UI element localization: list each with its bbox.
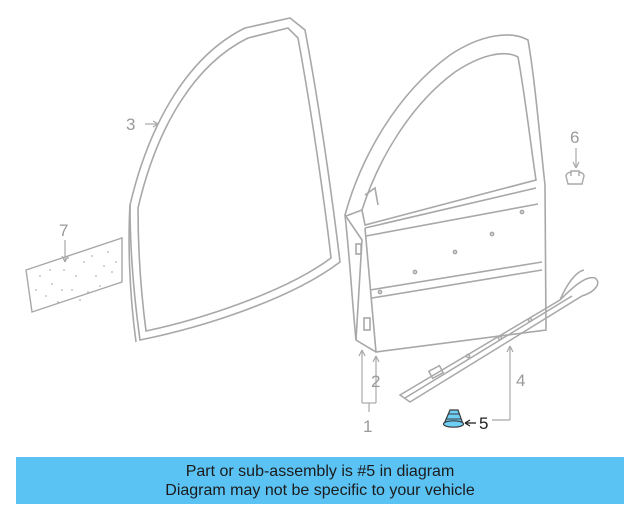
parts-diagram: 3 7 6 2 1 4 5 — [25, 17, 599, 436]
callout-4: 4 — [516, 371, 525, 390]
part-5-fastener[interactable] — [442, 409, 465, 428]
callout-6: 6 — [570, 128, 579, 147]
callout-2: 2 — [371, 372, 380, 391]
part-6-clip[interactable] — [565, 170, 585, 185]
banner-line-1: Part or sub-assembly is #5 in diagram — [185, 462, 455, 480]
part-2-door-shell[interactable] — [344, 34, 547, 353]
part-7-pad[interactable] — [25, 237, 123, 313]
part-3-weatherstrip[interactable] — [128, 17, 341, 343]
callout-7: 7 — [59, 221, 68, 240]
callout-3: 3 — [126, 115, 135, 134]
leader-lines — [61, 120, 580, 421]
banner-line-2: Diagram may not be specific to your vehi… — [165, 481, 475, 499]
leader-5 — [464, 419, 476, 427]
callout-1: 1 — [363, 417, 372, 436]
part-4-molding[interactable] — [398, 269, 599, 403]
callout-5: 5 — [479, 414, 488, 433]
info-banner: Part or sub-assembly is #5 in diagram Di… — [16, 457, 624, 504]
